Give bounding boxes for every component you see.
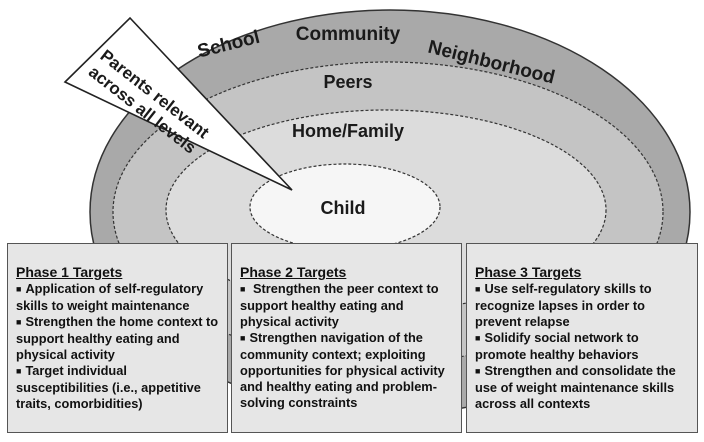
list-item: ■ Strengthen the peer context to support… bbox=[240, 281, 439, 329]
list-item: ■Strengthen navigation of the community … bbox=[240, 330, 445, 410]
list-item: ■Target individual susceptibilities (i.e… bbox=[16, 363, 201, 411]
phase-1-title: Phase 1 Targets bbox=[16, 264, 123, 280]
parents-callout-arrow bbox=[63, 16, 293, 191]
phase-1-box: Phase 1 Targets ■Application of self-reg… bbox=[7, 243, 228, 433]
phase-3-title: Phase 3 Targets bbox=[475, 264, 582, 280]
list-item: ■Strengthen the home context to support … bbox=[16, 314, 219, 362]
list-item: ■Strengthen and consolidate the use of w… bbox=[475, 363, 676, 411]
phase-1-list: ■Application of self-regulatory skills t… bbox=[16, 281, 219, 412]
list-item: ■Use self-regulatory skills to recognize… bbox=[475, 281, 652, 329]
bullet-icon: ■ bbox=[475, 284, 481, 294]
phase-2-title: Phase 2 Targets bbox=[240, 264, 347, 280]
phase-3-box: Phase 3 Targets ■Use self-regulatory ski… bbox=[466, 243, 698, 433]
bullet-icon: ■ bbox=[240, 284, 246, 294]
phase-3-list: ■Use self-regulatory skills to recognize… bbox=[475, 281, 689, 412]
peers-label: Peers bbox=[323, 72, 372, 92]
bullet-icon: ■ bbox=[16, 284, 22, 294]
list-item: ■Application of self-regulatory skills t… bbox=[16, 281, 204, 313]
home-family-label: Home/Family bbox=[292, 121, 404, 141]
list-item: ■Solidify social network to promote heal… bbox=[475, 330, 639, 362]
community-label: Community bbox=[296, 24, 401, 45]
phase-2-list: ■ Strengthen the peer context to support… bbox=[240, 281, 453, 411]
child-label: Child bbox=[321, 198, 366, 218]
bullet-icon: ■ bbox=[16, 366, 22, 376]
bullet-icon: ■ bbox=[475, 333, 481, 343]
phase-2-box: Phase 2 Targets ■ Strengthen the peer co… bbox=[231, 243, 462, 433]
bullet-icon: ■ bbox=[475, 366, 481, 376]
bullet-icon: ■ bbox=[240, 333, 246, 343]
bullet-icon: ■ bbox=[16, 317, 22, 327]
